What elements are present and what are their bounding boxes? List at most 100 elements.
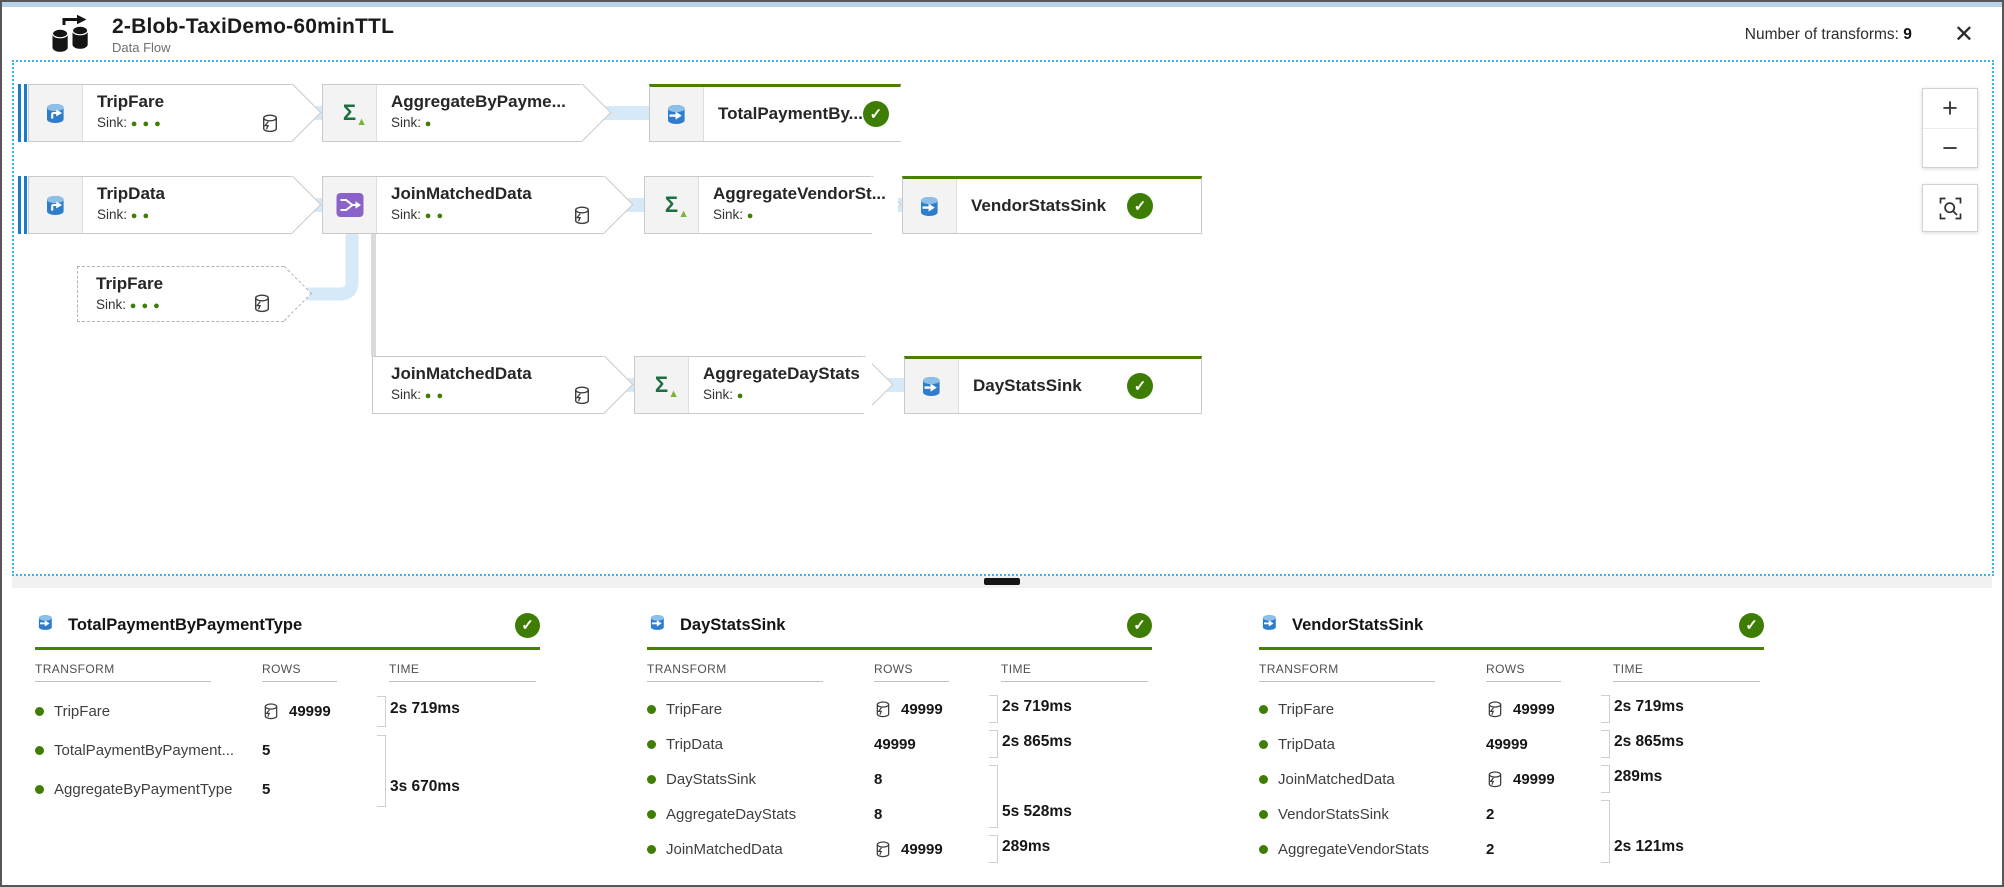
status-dot [647, 740, 656, 749]
check-icon: ✓ [515, 612, 540, 638]
column-header-time: TIME [1613, 662, 1764, 682]
node-title: JoinMatchedData [391, 364, 532, 383]
table-row[interactable]: TripFare 49999 [35, 692, 540, 731]
cached-icon [1488, 701, 1502, 718]
time-value: 289ms [1002, 838, 1051, 855]
check-icon: ✓ [862, 101, 889, 127]
sink-count: Sink: ● ● [97, 207, 151, 222]
column-header-rows: ROWS [1486, 662, 1613, 682]
transform-count: Number of transforms: 9 [1744, 26, 1912, 43]
status-dot [1259, 845, 1268, 854]
time-value: 2s 865ms [1614, 733, 1684, 750]
splitter-handle[interactable] [984, 578, 1020, 585]
sink-icon [647, 612, 668, 638]
sink-count: Sink: ● [391, 115, 433, 130]
time-bracket [377, 735, 386, 807]
table-row[interactable]: AggregateDayStats 8 [647, 797, 1152, 832]
time-value: 5s 528ms [1002, 803, 1072, 820]
table-row[interactable]: TripFare 49999 [1259, 692, 1764, 727]
status-dot [1259, 740, 1268, 749]
node-tripfare-reference[interactable]: TripFare Sink: ● ● ● [77, 265, 313, 322]
status-dot [35, 785, 44, 794]
window-top-strip [2, 2, 2002, 7]
zoom-fit-icon [1939, 197, 1961, 219]
status-dot [647, 810, 656, 819]
source-stripes [18, 176, 27, 234]
time-bracket [989, 730, 998, 758]
check-icon: ✓ [1739, 612, 1764, 638]
check-icon: ✓ [1127, 612, 1152, 638]
node-aggregatevendorstats[interactable]: Σ▲ AggregateVendorSt... Sink: ● [644, 175, 902, 234]
status-dot [1259, 810, 1268, 819]
status-dot [35, 746, 44, 755]
time-bracket [377, 696, 386, 727]
node-title: DayStatsSink [973, 376, 1082, 395]
aggregate-icon: Σ▲ [635, 357, 689, 413]
node-vendorstatssink[interactable]: VendorStatsSink ✓ [902, 176, 1202, 234]
table-row[interactable]: TripData 49999 [647, 727, 1152, 762]
sink-count: Sink: ● ● [391, 387, 445, 402]
node-aggregatebypaymenttype[interactable]: Σ▲ AggregateByPayme... Sink: ● [322, 83, 612, 142]
panel-splitter [12, 576, 1992, 588]
node-daystatssink[interactable]: DayStatsSink ✓ [904, 356, 1202, 414]
status-dot [35, 707, 44, 716]
time-bracket [1601, 695, 1610, 723]
sink-count: Sink: ● [703, 387, 745, 402]
zoom-out-button[interactable]: − [1923, 128, 1977, 167]
status-dot [647, 705, 656, 714]
table-vendorstatssink: VendorStatsSink ✓ TRANSFORM ROWS TIME Tr… [1259, 608, 1764, 867]
node-title: TripFare [97, 92, 165, 111]
cached-icon [1488, 771, 1502, 788]
time-bracket [989, 765, 998, 828]
node-tripfare-source[interactable]: TripFare Sink: ● ● ● [18, 83, 322, 142]
close-button[interactable]: ✕ [1953, 21, 1974, 48]
table-row[interactable]: JoinMatchedData 49999 [647, 832, 1152, 867]
node-title: VendorStatsSink [971, 196, 1107, 215]
table-title: TotalPaymentByPaymentType [68, 615, 303, 634]
table-row[interactable]: TripData 49999 [1259, 727, 1764, 762]
column-header-rows: ROWS [874, 662, 1001, 682]
sink-count: Sink: ● ● [391, 207, 445, 222]
zoom-fit-box [1922, 184, 1978, 232]
table-row[interactable]: DayStatsSink 8 [647, 762, 1152, 797]
node-title: AggregateDayStats [703, 364, 860, 383]
node-aggregatedaystats[interactable]: Σ▲ AggregateDayStats Sink: ● [634, 355, 894, 414]
time-value: 2s 719ms [390, 700, 460, 717]
table-row[interactable]: VendorStatsSink 2 [1259, 797, 1764, 832]
table-status-line [1259, 647, 1764, 650]
table-title: DayStatsSink [680, 615, 786, 634]
time-value: 3s 670ms [390, 778, 460, 795]
table-status-line [647, 647, 1152, 650]
cached-icon [254, 294, 270, 313]
table-title: VendorStatsSink [1292, 615, 1424, 634]
table-daystatssink: DayStatsSink ✓ TRANSFORM ROWS TIME TripF… [647, 608, 1152, 867]
node-joinmatcheddata-2[interactable]: JoinMatchedData Sink: ● ● [372, 355, 634, 414]
time-value: 289ms [1614, 768, 1663, 785]
cached-icon [876, 701, 890, 718]
time-value: 2s 121ms [1614, 838, 1684, 855]
time-bracket [1601, 800, 1610, 863]
column-header-time: TIME [1001, 662, 1152, 682]
zoom-in-button[interactable]: + [1942, 93, 1958, 123]
time-value: 2s 865ms [1002, 733, 1072, 750]
join-icon [323, 177, 377, 233]
node-tripdata-source[interactable]: TripData Sink: ● ● [18, 175, 322, 234]
node-joinmatcheddata[interactable]: JoinMatchedData Sink: ● ● [322, 175, 634, 234]
dataflow-canvas: TripFare Sink: ● ● ● Σ▲ AggregateByPayme… [12, 60, 1994, 576]
table-row[interactable]: AggregateByPaymentType 5 [35, 770, 540, 809]
node-totalpaymentbypaymenttype-sink[interactable]: TotalPaymentBy... ✓ [649, 84, 937, 142]
table-row[interactable]: TripFare 49999 [647, 692, 1152, 727]
time-bracket [1601, 730, 1610, 758]
status-dot [647, 775, 656, 784]
check-icon: ✓ [1127, 193, 1153, 219]
time-bracket [989, 695, 998, 723]
check-icon: ✓ [1127, 373, 1153, 399]
table-row[interactable]: JoinMatchedData 49999 [1259, 762, 1764, 797]
time-bracket [989, 835, 998, 863]
table-row[interactable]: AggregateVendorStats 2 [1259, 832, 1764, 867]
zoom-to-fit-button[interactable] [1923, 185, 1977, 231]
source-icon [29, 85, 83, 141]
dataflow-icon [48, 12, 94, 59]
table-row[interactable]: TotalPaymentByPayment... 5 [35, 731, 540, 770]
